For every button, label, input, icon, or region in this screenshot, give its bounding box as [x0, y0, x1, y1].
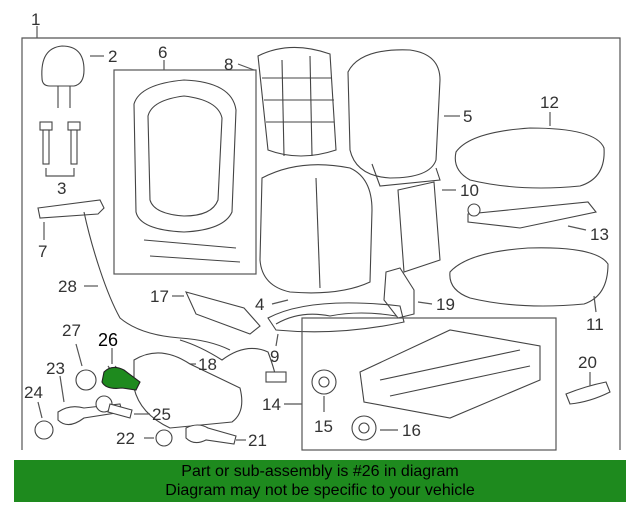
callout-18: 18 — [198, 355, 217, 374]
part-10-panel — [397, 181, 456, 273]
part-25-knob — [95, 395, 150, 419]
part-16-gear — [351, 415, 398, 441]
callout-23: 23 — [46, 359, 65, 378]
callout-25: 25 — [152, 405, 171, 424]
part-24-cap — [34, 401, 54, 440]
callout-22: 22 — [116, 429, 135, 448]
callout-12: 12 — [540, 93, 559, 112]
callout-28: 28 — [58, 277, 77, 296]
assembly-bracket — [21, 26, 621, 450]
callout-20: 20 — [578, 353, 597, 372]
callout-21: 21 — [248, 431, 267, 450]
callout-4: 4 — [255, 295, 264, 314]
callout-15: 15 — [314, 417, 333, 436]
notice-part-line: Part or sub-assembly is #26 in diagram — [181, 463, 459, 480]
part-18-harness — [179, 339, 287, 383]
callout-17: 17 — [150, 287, 169, 306]
part-9-springs — [267, 302, 405, 347]
notice-banner: Part or sub-assembly is #26 in diagram D… — [14, 460, 626, 502]
callout-10: 10 — [460, 181, 479, 200]
callout-1: 1 — [31, 10, 40, 29]
part-19-bracket — [383, 267, 433, 319]
callout-11: 11 — [586, 315, 604, 334]
part-21-lever — [185, 424, 246, 445]
part-12-cushion-cover — [454, 112, 605, 189]
part-8-spring-mat — [237, 46, 337, 157]
part-6-frame — [113, 60, 257, 275]
callout-24: 24 — [24, 383, 43, 402]
part-15-motor — [311, 369, 337, 412]
callout-19: 19 — [436, 295, 455, 314]
callout-16: 16 — [402, 421, 421, 440]
part-2-head-restraint — [41, 45, 104, 108]
callout-14: 14 — [262, 395, 281, 414]
part-3-guides — [39, 121, 81, 177]
part-14-adjuster-group — [284, 317, 557, 451]
callout-26: 26 — [98, 330, 118, 350]
seat-parts-diagram: 1 2 6 8 5 12 3 10 13 7 28 17 4 19 11 27 … — [21, 10, 621, 451]
part-7-bracket — [37, 199, 105, 240]
part-5-back-cover — [347, 49, 460, 187]
notice-disclaimer-line: Diagram may not be specific to your vehi… — [165, 482, 475, 499]
part-17-trim — [172, 291, 261, 335]
callout-5: 5 — [463, 107, 472, 126]
part-28-cable — [83, 211, 231, 351]
part-22-cap — [144, 429, 173, 447]
callout-9: 9 — [270, 347, 279, 366]
callout-8: 8 — [224, 55, 233, 74]
part-27-cap — [75, 343, 97, 391]
part-20-handle — [565, 372, 611, 405]
callout-7: 7 — [38, 242, 47, 261]
part-13-pan — [467, 201, 597, 231]
part-4-back-pad — [259, 164, 373, 305]
callout-3: 3 — [57, 179, 66, 198]
part-18-side-shield — [133, 352, 243, 429]
callout-labels: 1 2 6 8 5 12 3 10 13 7 28 17 4 19 11 27 … — [24, 10, 609, 450]
callout-27: 27 — [62, 321, 81, 340]
callout-6: 6 — [158, 43, 167, 62]
callout-13: 13 — [590, 225, 609, 244]
part-11-cushion-pad — [449, 247, 609, 313]
callout-2: 2 — [108, 47, 117, 66]
part-26-knob — [101, 348, 141, 391]
